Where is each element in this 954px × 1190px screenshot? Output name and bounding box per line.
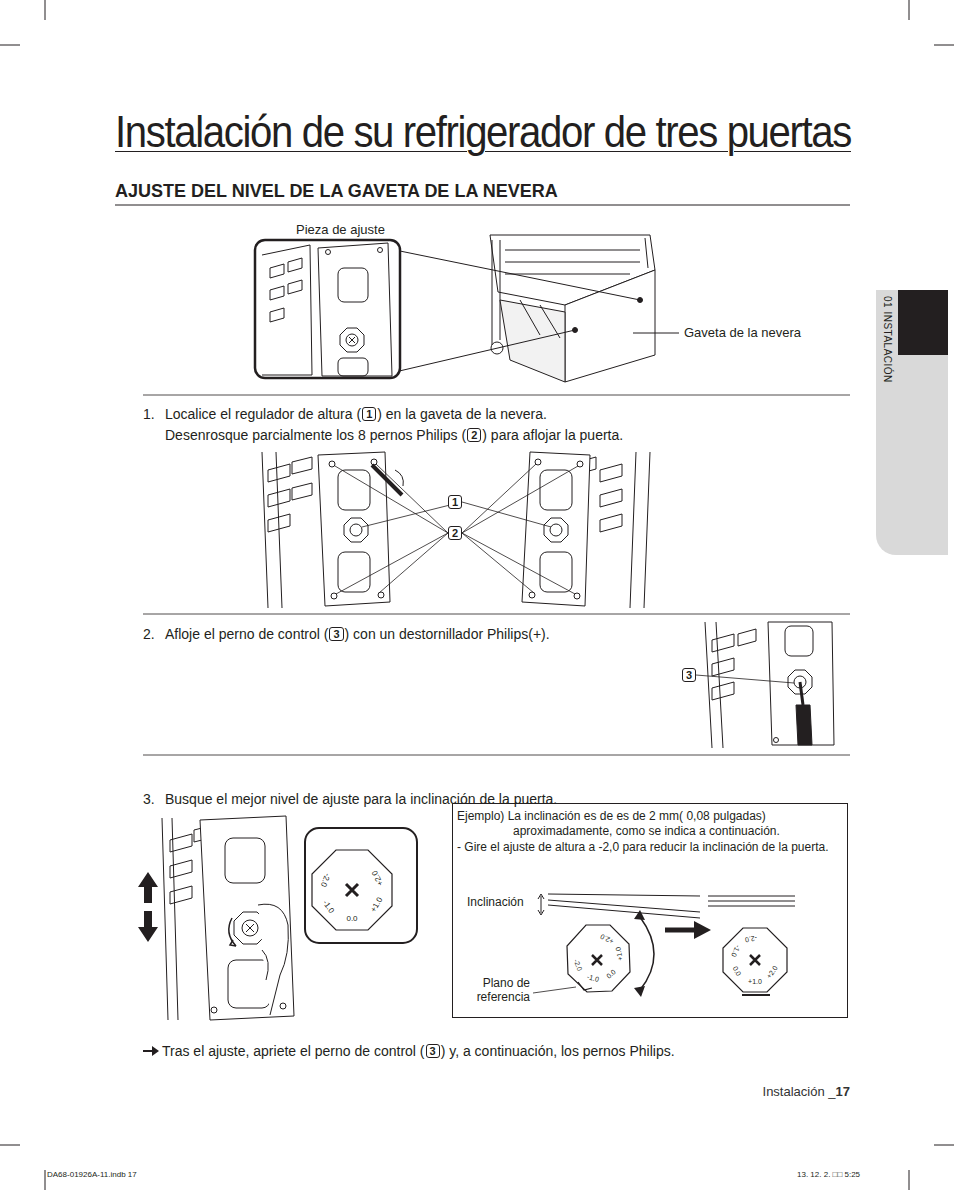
print-mark: 13. 12. 2. □□ 5:25 <box>797 1170 860 1180</box>
dial-scale-number: +1.0 <box>614 947 623 962</box>
step-number: 1. <box>143 406 155 423</box>
side-tab-block <box>898 290 948 355</box>
dial-scale-number: +2.0 <box>765 964 779 979</box>
dial-scale-number: +1.0 <box>748 978 762 985</box>
step-text: ) en la gaveta de la nevera. <box>377 406 547 422</box>
page-number: 17 <box>836 1084 850 1099</box>
dial-scale-number: -1.0 <box>730 944 741 958</box>
example-illustration <box>533 894 795 997</box>
step-text: Localice el regulador de altura ( <box>165 406 361 422</box>
dial-scale-number: +2.0 <box>599 933 614 945</box>
dial-scale-number: 0.0 <box>731 965 742 977</box>
reference-label: Plano de referencia <box>466 976 530 1004</box>
callout-number: 1 <box>362 407 376 421</box>
example-text: Ejemplo) La inclinación es de es de 2 mm… <box>457 809 841 839</box>
dial-scale-number: -2.0 <box>573 958 584 972</box>
text-line: Localice el regulador de altura (1) en l… <box>165 406 547 423</box>
callout-number: 3 <box>682 668 696 682</box>
dial-scale-number: -1.0 <box>321 899 335 915</box>
text-line: Instalación _17 <box>763 1083 850 1100</box>
callout-number: 3 <box>329 627 343 641</box>
part-label: Gaveta de la nevera <box>684 325 801 341</box>
page-title: Instalación de su refrigerador de tres p… <box>115 106 851 159</box>
dial-scale-number: -2.0 <box>745 935 758 944</box>
step-text: Busque el mejor nivel de ajuste para la … <box>165 791 557 808</box>
step2-illustration <box>696 622 834 748</box>
note-arrow <box>143 1046 159 1056</box>
step1-illustration <box>262 452 650 608</box>
adjuster-inset <box>255 240 400 378</box>
side-tab: 01 INSTALACIÓN <box>876 290 948 555</box>
dial-inset <box>305 828 417 943</box>
step-text: Tras el ajuste, apriete el perno de cont… <box>162 1043 425 1059</box>
part-label: Pieza de ajuste <box>296 222 385 238</box>
side-tab-text: 01 INSTALACIÓN <box>881 296 893 383</box>
section-heading: AJUSTE DEL NIVEL DE LA GAVETA DE LA NEVE… <box>115 181 558 203</box>
dimension-label: Inclinación <box>467 895 524 909</box>
text-line: Tras el ajuste, apriete el perno de cont… <box>162 1043 675 1060</box>
callout-number: 2 <box>448 526 462 540</box>
dial-scale-number: 0.0 <box>346 915 357 923</box>
step-text: ) y, a continuación, los pernos Philips. <box>441 1043 675 1059</box>
callout-number: 1 <box>448 495 462 509</box>
text-line: Desenrosque parcialmente los 8 pernos Ph… <box>165 427 623 444</box>
step-text: Desenrosque parcialmente los 8 pernos Ph… <box>165 427 466 443</box>
example-box: Ejemplo) La inclinación es de es de 2 mm… <box>452 803 848 1018</box>
step-text: Afloje el perno de control ( <box>165 626 328 642</box>
step-number: 3. <box>143 791 155 808</box>
step-text: ) con un destornillador Philips(+). <box>345 626 550 642</box>
dial-scale-number: +1.0 <box>370 896 385 914</box>
dial-scale-number: -2.0 <box>319 872 331 888</box>
step-text: Instalación _ <box>763 1084 836 1099</box>
step-text: ) para aflojar la puerta. <box>482 427 623 443</box>
dial-scale-number: +2.0 <box>371 869 385 887</box>
example-text: - Gire el ajuste de altura a -2,0 para r… <box>457 840 841 855</box>
callout-number: 3 <box>426 1044 440 1058</box>
step3-illustration <box>138 816 294 1020</box>
fridge-illustration <box>395 235 679 382</box>
text-line: Afloje el perno de control (3) con un de… <box>165 626 550 643</box>
step-number: 2. <box>143 626 155 643</box>
dial-scale-number: -1.0 <box>586 973 599 983</box>
print-mark: DA68-01926A-11.indb 17 <box>47 1170 137 1180</box>
dial-scale-number: 0.0 <box>606 968 618 980</box>
callout-number: 2 <box>467 428 481 442</box>
rules <box>115 205 850 755</box>
